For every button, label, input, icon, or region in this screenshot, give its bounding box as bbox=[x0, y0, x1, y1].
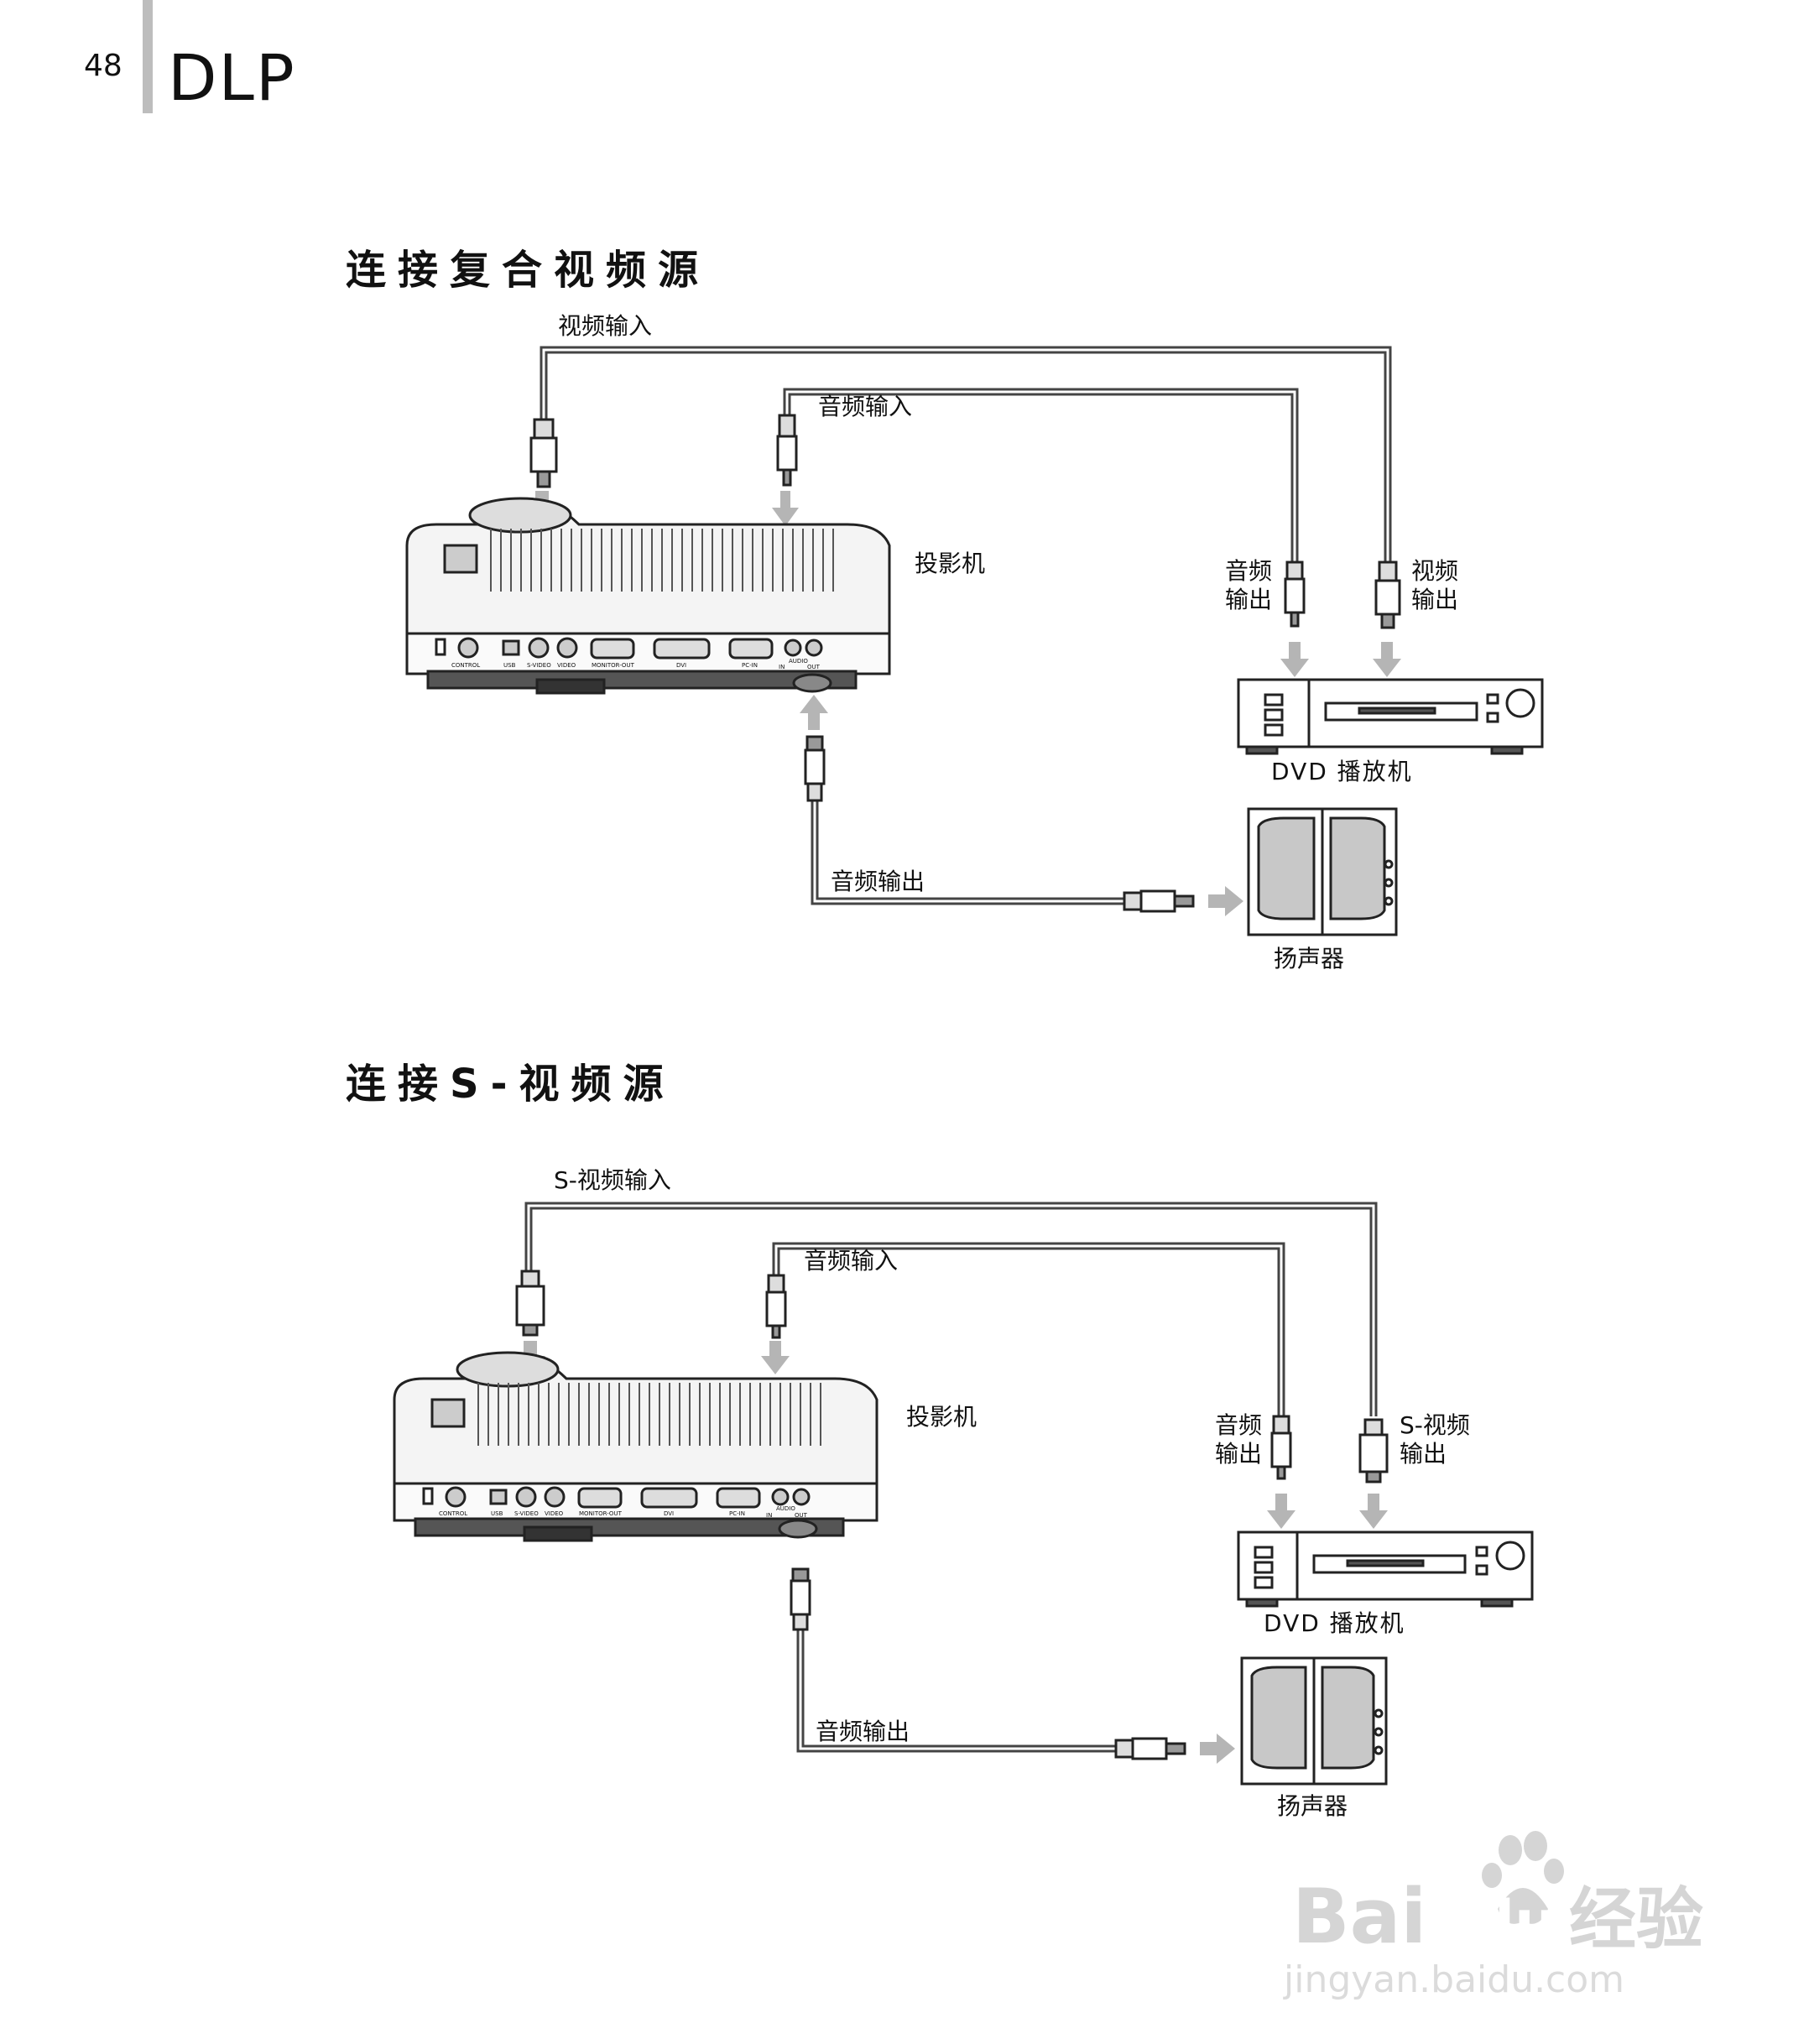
s1-audio-out-plug-dvd bbox=[1284, 561, 1306, 628]
s2-speaker-plug bbox=[1114, 1737, 1186, 1760]
s1-video-cable bbox=[540, 346, 1392, 562]
s1-audio-out-line2: 输出 bbox=[1225, 586, 1273, 613]
s2-svideo-cable bbox=[524, 1202, 1378, 1416]
s1-projector-label: 投影机 bbox=[915, 550, 986, 577]
s1-video-in-label: 视频输入 bbox=[558, 312, 653, 340]
s1-speaker-plug bbox=[1123, 889, 1195, 913]
port-label: CONTROL bbox=[439, 1510, 467, 1517]
watermark-cn: 经验 bbox=[1569, 1880, 1703, 1955]
port-label: IN bbox=[766, 1512, 772, 1519]
s2-projector-label: 投影机 bbox=[906, 1403, 977, 1431]
s1-video-out-line2: 输出 bbox=[1411, 586, 1459, 613]
s1-audio-out-main-label: 音频输出 bbox=[831, 868, 925, 895]
port-label: DVI bbox=[664, 1510, 674, 1517]
watermark-url: jingyan.baidu.com bbox=[1284, 1958, 1625, 2001]
s2-port-labels: CONTROL USB S-VIDEO VIDEO MONITOR-OUT DV… bbox=[439, 1505, 808, 1519]
s1-projector-audio-out-plug bbox=[804, 735, 826, 802]
port-label: CONTROL bbox=[451, 662, 480, 669]
s2-audio-out-line1: 音频 bbox=[1215, 1411, 1263, 1439]
s2-audio-out-main-label: 音频输出 bbox=[816, 1718, 910, 1745]
watermark-brand: Bai bbox=[1292, 1873, 1426, 1955]
s1-speaker-label: 扬声器 bbox=[1274, 945, 1345, 972]
s1-audio-cable bbox=[783, 388, 1299, 562]
s1-audio-out-line1: 音频 bbox=[1225, 557, 1273, 585]
s1-video-out-label: 视频 输出 bbox=[1411, 557, 1458, 614]
port-label: USB bbox=[491, 1510, 503, 1517]
s1-port-labels: CONTROL USB S-VIDEO VIDEO MONITOR-OUT DV… bbox=[451, 658, 821, 670]
s2-svideo-plug bbox=[515, 1270, 545, 1337]
s1-audio-out-label: 音频 输出 bbox=[1225, 557, 1272, 614]
s1-dvd-player bbox=[1237, 678, 1544, 755]
section1-title: 连接复合视频源 bbox=[346, 247, 711, 294]
s2-dvd-player bbox=[1237, 1530, 1534, 1608]
page-number: 48 bbox=[84, 49, 123, 83]
header-divider bbox=[143, 0, 153, 113]
s2-audio-cable bbox=[772, 1242, 1285, 1416]
s1-video-plug bbox=[529, 418, 558, 488]
s1-speaker bbox=[1247, 807, 1398, 936]
port-label: S-VIDEO bbox=[514, 1510, 539, 1517]
s2-audio-out-label: 音频 输出 bbox=[1215, 1411, 1262, 1468]
s2-speaker bbox=[1240, 1656, 1388, 1786]
s2-video-out-label: S-视频 输出 bbox=[1400, 1411, 1470, 1468]
s2-audio-plug bbox=[765, 1274, 787, 1339]
port-label: MONITOR-OUT bbox=[579, 1510, 623, 1517]
port-label: VIDEO bbox=[557, 662, 576, 669]
s2-audio-out-line2: 输出 bbox=[1215, 1440, 1263, 1468]
page-title: DLP bbox=[168, 40, 296, 115]
s1-audio-plug bbox=[776, 414, 798, 487]
s2-video-out-line1: S-视频 bbox=[1400, 1411, 1470, 1439]
s1-audio-out-cable bbox=[811, 780, 1124, 905]
port-label: AUDIO bbox=[789, 658, 808, 665]
port-label: PC-IN bbox=[742, 662, 758, 669]
port-label: OUT bbox=[807, 664, 821, 670]
s1-dvd-label: DVD 播放机 bbox=[1271, 758, 1413, 785]
port-label: OUT bbox=[795, 1512, 808, 1519]
s2-audio-out-cable bbox=[796, 1615, 1116, 1753]
port-label: USB bbox=[503, 662, 516, 669]
port-label: S-VIDEO bbox=[527, 662, 551, 669]
s1-video-out-plug-dvd bbox=[1374, 561, 1401, 629]
port-label: PC-IN bbox=[729, 1510, 745, 1517]
s2-projector-audio-out-plug bbox=[790, 1567, 811, 1631]
s2-audio-out-plug-dvd bbox=[1270, 1415, 1292, 1480]
port-label: DVI bbox=[676, 662, 686, 669]
watermark-brand2: du bbox=[1473, 1888, 1556, 1955]
port-label: AUDIO bbox=[776, 1505, 795, 1512]
s2-svideo-out-plug-dvd bbox=[1358, 1418, 1389, 1483]
port-label: VIDEO bbox=[545, 1510, 564, 1517]
s2-video-in-label: S-视频输入 bbox=[554, 1166, 671, 1194]
s2-speaker-label: 扬声器 bbox=[1277, 1792, 1348, 1820]
s2-video-out-line2: 输出 bbox=[1400, 1440, 1447, 1468]
s2-audio-in-label: 音频输入 bbox=[804, 1247, 899, 1275]
baidu-paw-logo: Bai du 经验 bbox=[1292, 1831, 1703, 1961]
s1-video-out-line1: 视频 bbox=[1411, 557, 1459, 585]
s2-projector bbox=[393, 1351, 878, 1542]
s2-dvd-label: DVD 播放机 bbox=[1264, 1609, 1405, 1637]
baidu-watermark: Bai du 经验 jingyan.baidu.com bbox=[1284, 1829, 1720, 2022]
s1-audio-in-label: 音频输入 bbox=[818, 393, 913, 420]
s1-projector bbox=[405, 497, 891, 695]
port-label: MONITOR-OUT bbox=[592, 662, 635, 669]
port-label: IN bbox=[779, 664, 785, 670]
section2-title: 连接S-视频源 bbox=[346, 1061, 675, 1108]
